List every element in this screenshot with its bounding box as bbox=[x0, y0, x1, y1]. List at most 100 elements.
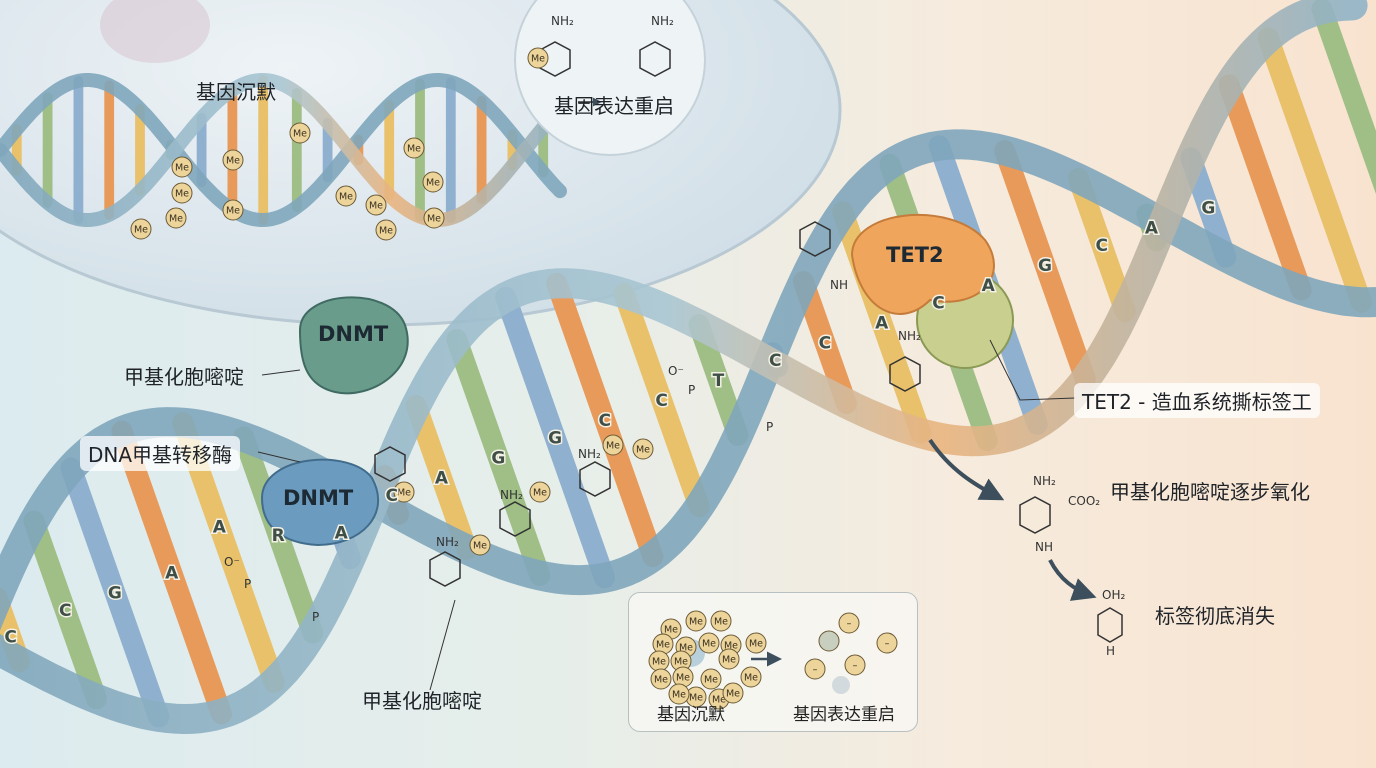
chem-nh2-c: NH₂ bbox=[500, 488, 523, 502]
dna-backbone-strand bbox=[0, 73, 567, 227]
methyl-group-icon: Me bbox=[529, 481, 551, 503]
dnmt-lower-label: DNMT bbox=[283, 486, 354, 510]
svg-text:Me: Me bbox=[407, 144, 421, 155]
svg-text:Me: Me bbox=[369, 201, 383, 212]
methyl-group-icon: – bbox=[876, 632, 898, 654]
svg-text:Me: Me bbox=[664, 625, 678, 636]
methyl-group-icon: Me bbox=[375, 219, 397, 241]
methyl-group-icon: Me bbox=[710, 610, 732, 632]
svg-text:Me: Me bbox=[426, 178, 440, 189]
methyl-group-icon: Me bbox=[740, 666, 762, 688]
svg-text:Me: Me bbox=[672, 690, 686, 701]
svg-text:Me: Me bbox=[606, 441, 620, 452]
chem-oh2: OH₂ bbox=[1102, 588, 1126, 602]
methyl-group-icon: Me bbox=[222, 149, 244, 171]
dna-backbone-strand bbox=[0, 0, 1368, 735]
chem-nh2-top2: NH₂ bbox=[651, 14, 674, 28]
methyl-group-icon: Me bbox=[700, 668, 722, 690]
svg-text:Me: Me bbox=[722, 655, 736, 666]
chem-h: H bbox=[1106, 644, 1116, 658]
nucleus-silencing-label: 基因沉默 bbox=[196, 80, 276, 104]
svg-text:Me: Me bbox=[134, 225, 148, 236]
methyl-group-icon: Me bbox=[718, 648, 740, 670]
methyl-group-icon: Me bbox=[393, 481, 415, 503]
chem-nh2-d: NH₂ bbox=[578, 447, 601, 461]
methyl-group-icon: Me bbox=[745, 632, 767, 654]
methyl-group-icon: Me bbox=[650, 668, 672, 690]
top-restart-label: 基因表达重启 bbox=[554, 94, 674, 118]
svg-text:Me: Me bbox=[226, 206, 240, 217]
main-dna-helix bbox=[0, 0, 1376, 735]
methyl-group-icon: Me bbox=[527, 47, 549, 69]
chem-nh2-tet: NH₂ bbox=[898, 329, 921, 343]
methyl-group-icon: Me bbox=[130, 218, 152, 240]
chem-o-minus-2: O⁻ bbox=[668, 364, 684, 378]
methyl-group-icon: Me bbox=[469, 534, 491, 556]
svg-text:Me: Me bbox=[175, 189, 189, 200]
base-pair-rung bbox=[23, 510, 107, 710]
dnmt-lower-shape bbox=[260, 458, 379, 547]
svg-text:Me: Me bbox=[473, 541, 487, 552]
chem-nh: NH bbox=[1035, 540, 1053, 554]
chem-nh2-b: NH₂ bbox=[436, 535, 459, 549]
methyl-group-icon: Me bbox=[165, 207, 187, 229]
methyl-group-icon: Me bbox=[423, 207, 445, 229]
base-pair-rung bbox=[613, 282, 710, 518]
svg-text:Me: Me bbox=[714, 617, 728, 628]
base-pair-rung bbox=[994, 140, 1096, 390]
base-pair-rung bbox=[233, 426, 324, 644]
chem-nh2-top1: NH₂ bbox=[551, 14, 574, 28]
dnmt-upper-label: DNMT bbox=[318, 322, 389, 346]
pointer-lines bbox=[257, 339, 1076, 691]
inset-demethylated-cluster: –––– bbox=[804, 612, 898, 694]
methyl-group-icon: Me bbox=[403, 137, 425, 159]
methyl-group-icon: Me bbox=[632, 438, 654, 460]
methyl-group-icon bbox=[818, 630, 840, 652]
tag-removed-label: 标签彻底消失 bbox=[1155, 604, 1275, 628]
methyl-group-icon: Me bbox=[722, 682, 744, 704]
methyl-group-icon: Me bbox=[670, 650, 692, 672]
inset-silencing-caption: 基因沉默 bbox=[657, 705, 725, 725]
svg-text:Me: Me bbox=[169, 214, 183, 225]
dna-methyltransferase-label: DNA甲基转移酶 bbox=[80, 436, 241, 471]
methyl-group-icon: Me bbox=[365, 194, 387, 216]
methyl-group-icon: Me bbox=[668, 683, 690, 705]
methyl-group-icon: Me bbox=[171, 156, 193, 178]
svg-text:Me: Me bbox=[712, 695, 726, 706]
tet2-label: TET2 bbox=[886, 243, 944, 267]
chem-nh2: NH₂ bbox=[1033, 474, 1056, 488]
base-pair-rung bbox=[1311, 0, 1376, 195]
methyl-group-icon: Me bbox=[422, 171, 444, 193]
methyl-group-icon: Me bbox=[171, 182, 193, 204]
svg-text:Me: Me bbox=[749, 639, 763, 650]
base-pair-rung bbox=[1257, 27, 1372, 313]
oxidation-arrow bbox=[928, 438, 1005, 501]
base-pair-rung bbox=[495, 286, 615, 589]
svg-text:–: – bbox=[847, 619, 852, 630]
methyl-group-icon: – bbox=[804, 658, 826, 680]
svg-text:–: – bbox=[885, 639, 890, 650]
base-pair-rung bbox=[60, 457, 170, 728]
svg-text:Me: Me bbox=[656, 640, 670, 651]
chem-p3: P bbox=[688, 383, 696, 397]
removal-arrow bbox=[1048, 559, 1097, 601]
svg-text:Me: Me bbox=[704, 675, 718, 686]
chem-o-minus: O⁻ bbox=[224, 555, 240, 569]
methyl-group-icon: Me bbox=[335, 185, 357, 207]
svg-text:Me: Me bbox=[676, 673, 690, 684]
base-pair-rung bbox=[1067, 167, 1136, 323]
svg-text:Me: Me bbox=[702, 639, 716, 650]
svg-text:Me: Me bbox=[427, 214, 441, 225]
svg-text:Me: Me bbox=[397, 488, 411, 499]
methyl-group-icon: Me bbox=[289, 122, 311, 144]
methyl-cytosine-left-label: 甲基化胞嘧啶 bbox=[124, 365, 244, 389]
methyl-group-icon: Me bbox=[648, 650, 670, 672]
stepwise-oxidation-label: 甲基化胞嘧啶逐步氧化 bbox=[1110, 480, 1310, 504]
methyl-group-icon: – bbox=[844, 654, 866, 676]
svg-text:Me: Me bbox=[339, 192, 353, 203]
svg-text:Me: Me bbox=[636, 445, 650, 456]
dna-backbone-strand bbox=[0, 73, 567, 227]
